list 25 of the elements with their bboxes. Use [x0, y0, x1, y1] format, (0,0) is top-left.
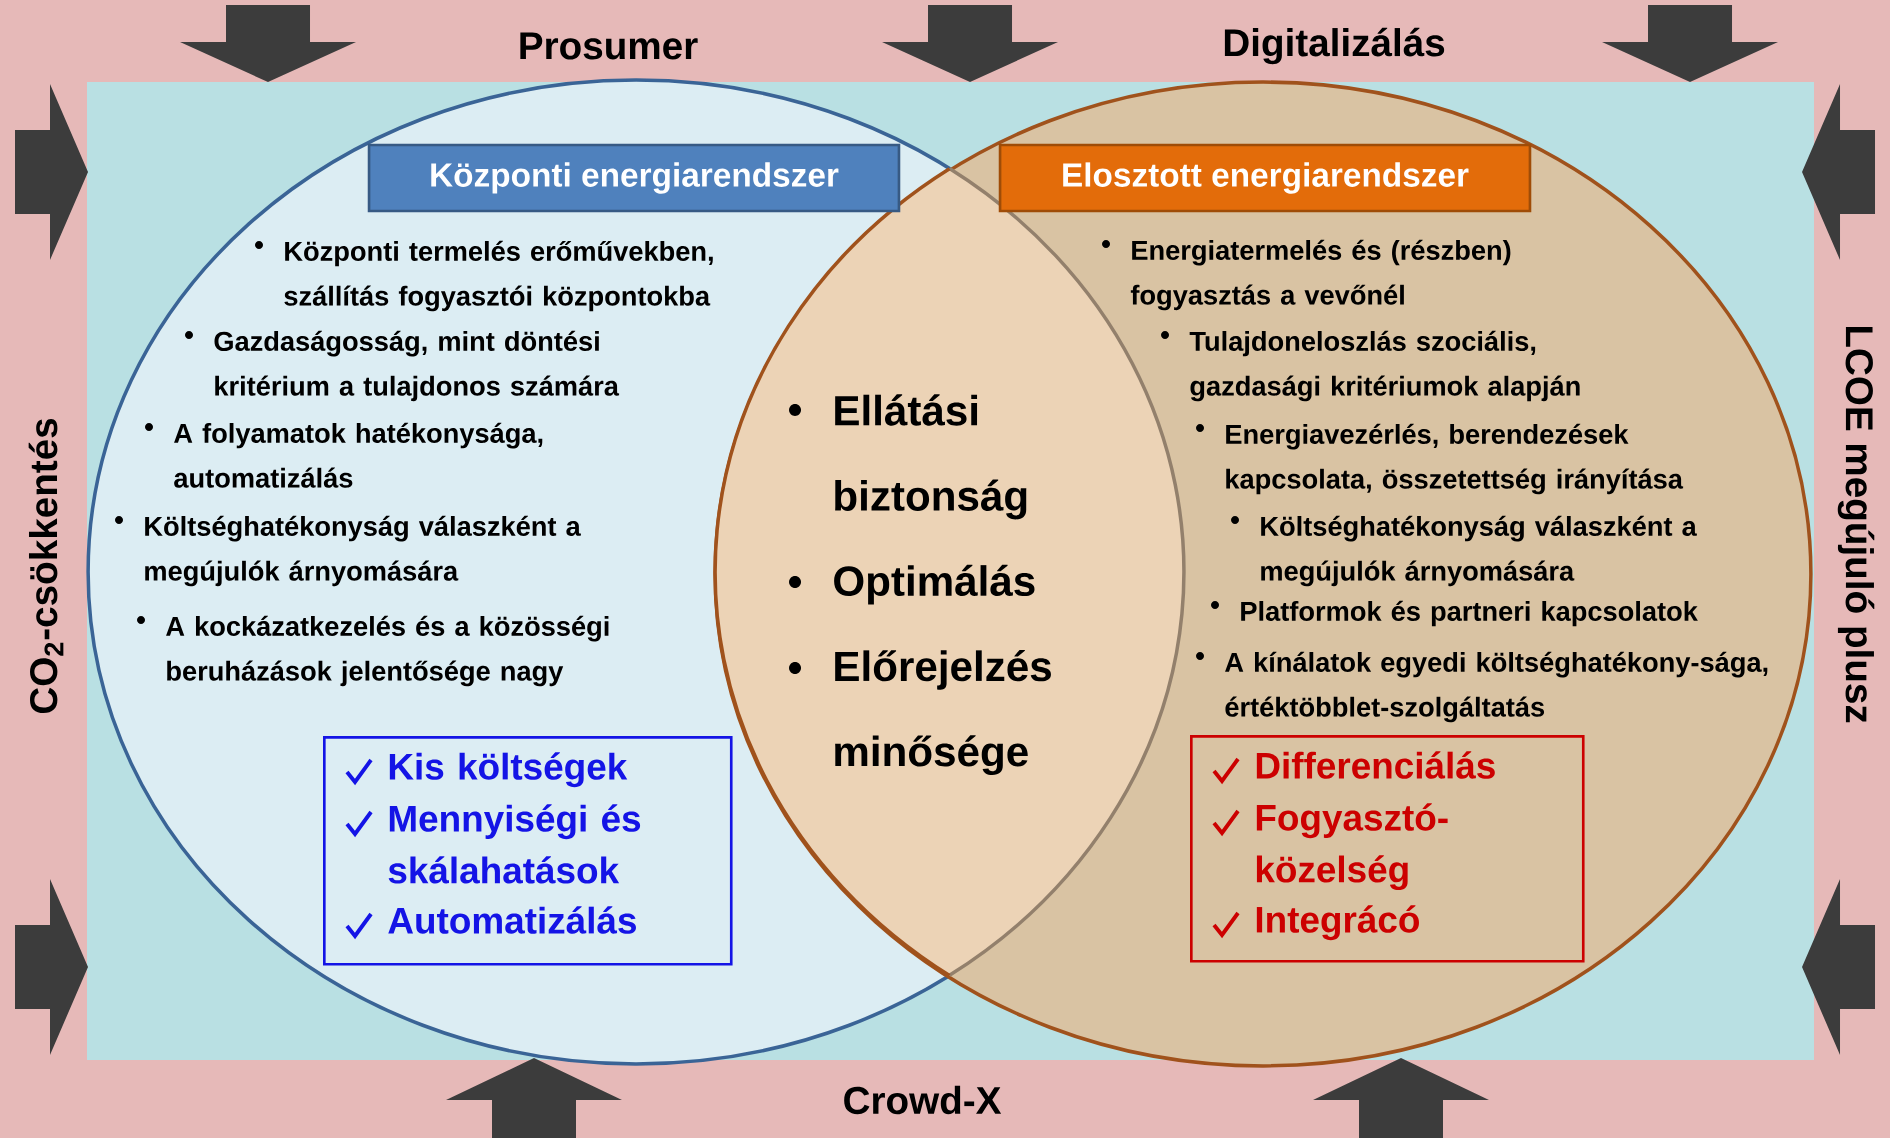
side-label: Crowd-X — [844, 1085, 1002, 1115]
heading-box: Központi energiarendszer — [367, 143, 901, 213]
bullet-list: Ellátási biztonság Optimálás Előrejelzés minősége — [834, 394, 1051, 776]
side-label: Prosumer — [520, 32, 698, 60]
check-item: Integrácó — [1256, 905, 1419, 941]
bullet-text: Tulajdoneloszlás szociális, gazdasági kritériumok alapján — [1189, 330, 1580, 402]
bullet-text: Költséghatékonyság válaszként a megújulók árnyomására — [1261, 515, 1697, 587]
bullet-text: A kockázatkezelés és a közösségi beruházások jelentősége nagy — [166, 615, 609, 687]
bullet-text: Költséghatékonyság válaszként a megújulók árnyomására — [145, 515, 581, 587]
bullet-text: Platformok és partneri kapcsolatok — [1241, 600, 1698, 627]
check-item: Differenciálás — [1256, 751, 1495, 779]
bullet-text: Energiatermelés és (részben) fogyasztás a vevőnél — [1130, 239, 1511, 311]
heading-box: Elosztott energiarendszer — [998, 143, 1532, 213]
side-label: LCOE megújuló plusz — [1837, 326, 1875, 723]
check-item: Kis költségek — [389, 752, 628, 788]
bullet-text: Gazdaságosság, mint döntési kritérium a tulajdonos számára — [214, 330, 620, 402]
check-item: Automatizálás — [388, 906, 636, 934]
side-label: CO$_{2}$-csökkentés — [28, 418, 64, 714]
bullet-text: Energiavezérlés, berendezések kapcsolata, összetettség irányítása — [1226, 423, 1684, 495]
bullet-text: Központi termelés erőművekben, szállítás fogyasztói központokba — [284, 240, 713, 312]
bullet-text: A folyamatok hatékonysága, automatizálás — [174, 422, 543, 488]
side-label: Digitalizálás — [1224, 27, 1445, 65]
check-item: Mennyiségi és skálahatások — [388, 804, 641, 884]
bullet-text: A kínálatok egyedi költséghatékony-sága, értéktöbblet-szolgáltatás — [1225, 651, 1768, 723]
check-item: Fogyasztó-közelség — [1256, 803, 1448, 891]
